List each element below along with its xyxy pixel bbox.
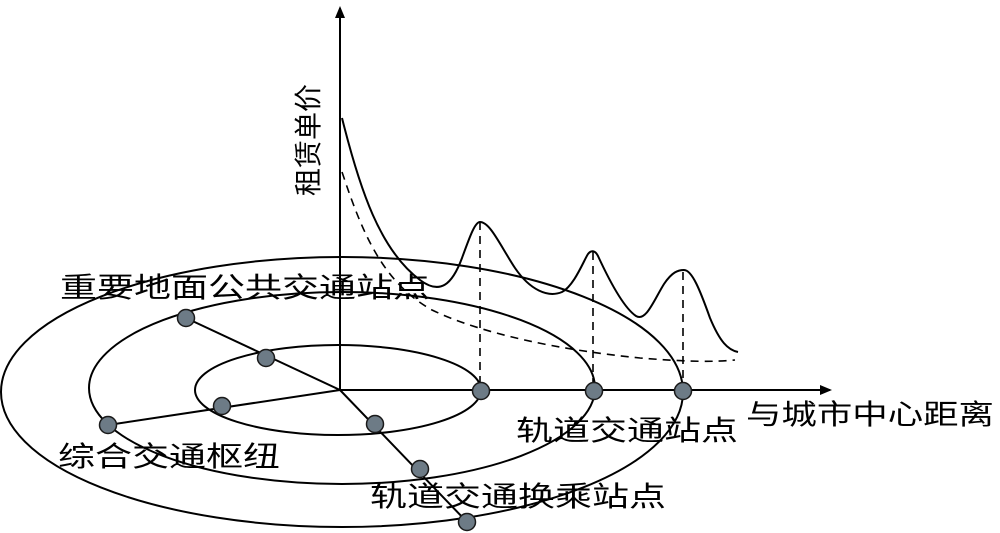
transfer-station-node-middle [410,459,430,479]
ray-to-transfer-station [339,389,468,523]
integrated-hub-node-inner [212,396,232,416]
transfer-station-node-outer [457,512,477,532]
rail-station-node-1 [471,381,491,401]
rail-transfer-station-label: 轨道交通换乘站点 [370,480,666,513]
transfer-station-node-inner [365,414,385,434]
rail-station-node-2 [584,381,604,401]
ground-transit-station-label: 重要地面公共交通站点 [60,271,430,304]
integrated-hub-node [98,415,118,435]
ground-transit-station-node [176,308,196,328]
y-axis-label: 租赁单价 [292,84,325,196]
rail-station-node-3 [673,381,693,401]
ground-transit-station-node-inner [256,348,276,368]
x-axis-label: 与城市中心距离 [746,398,994,431]
rent-curve [341,117,739,353]
rail-station-label: 轨道交通站点 [516,414,738,447]
baseline-rent-curve [341,171,736,363]
integrated-hub-label: 综合交通枢纽 [58,440,280,473]
